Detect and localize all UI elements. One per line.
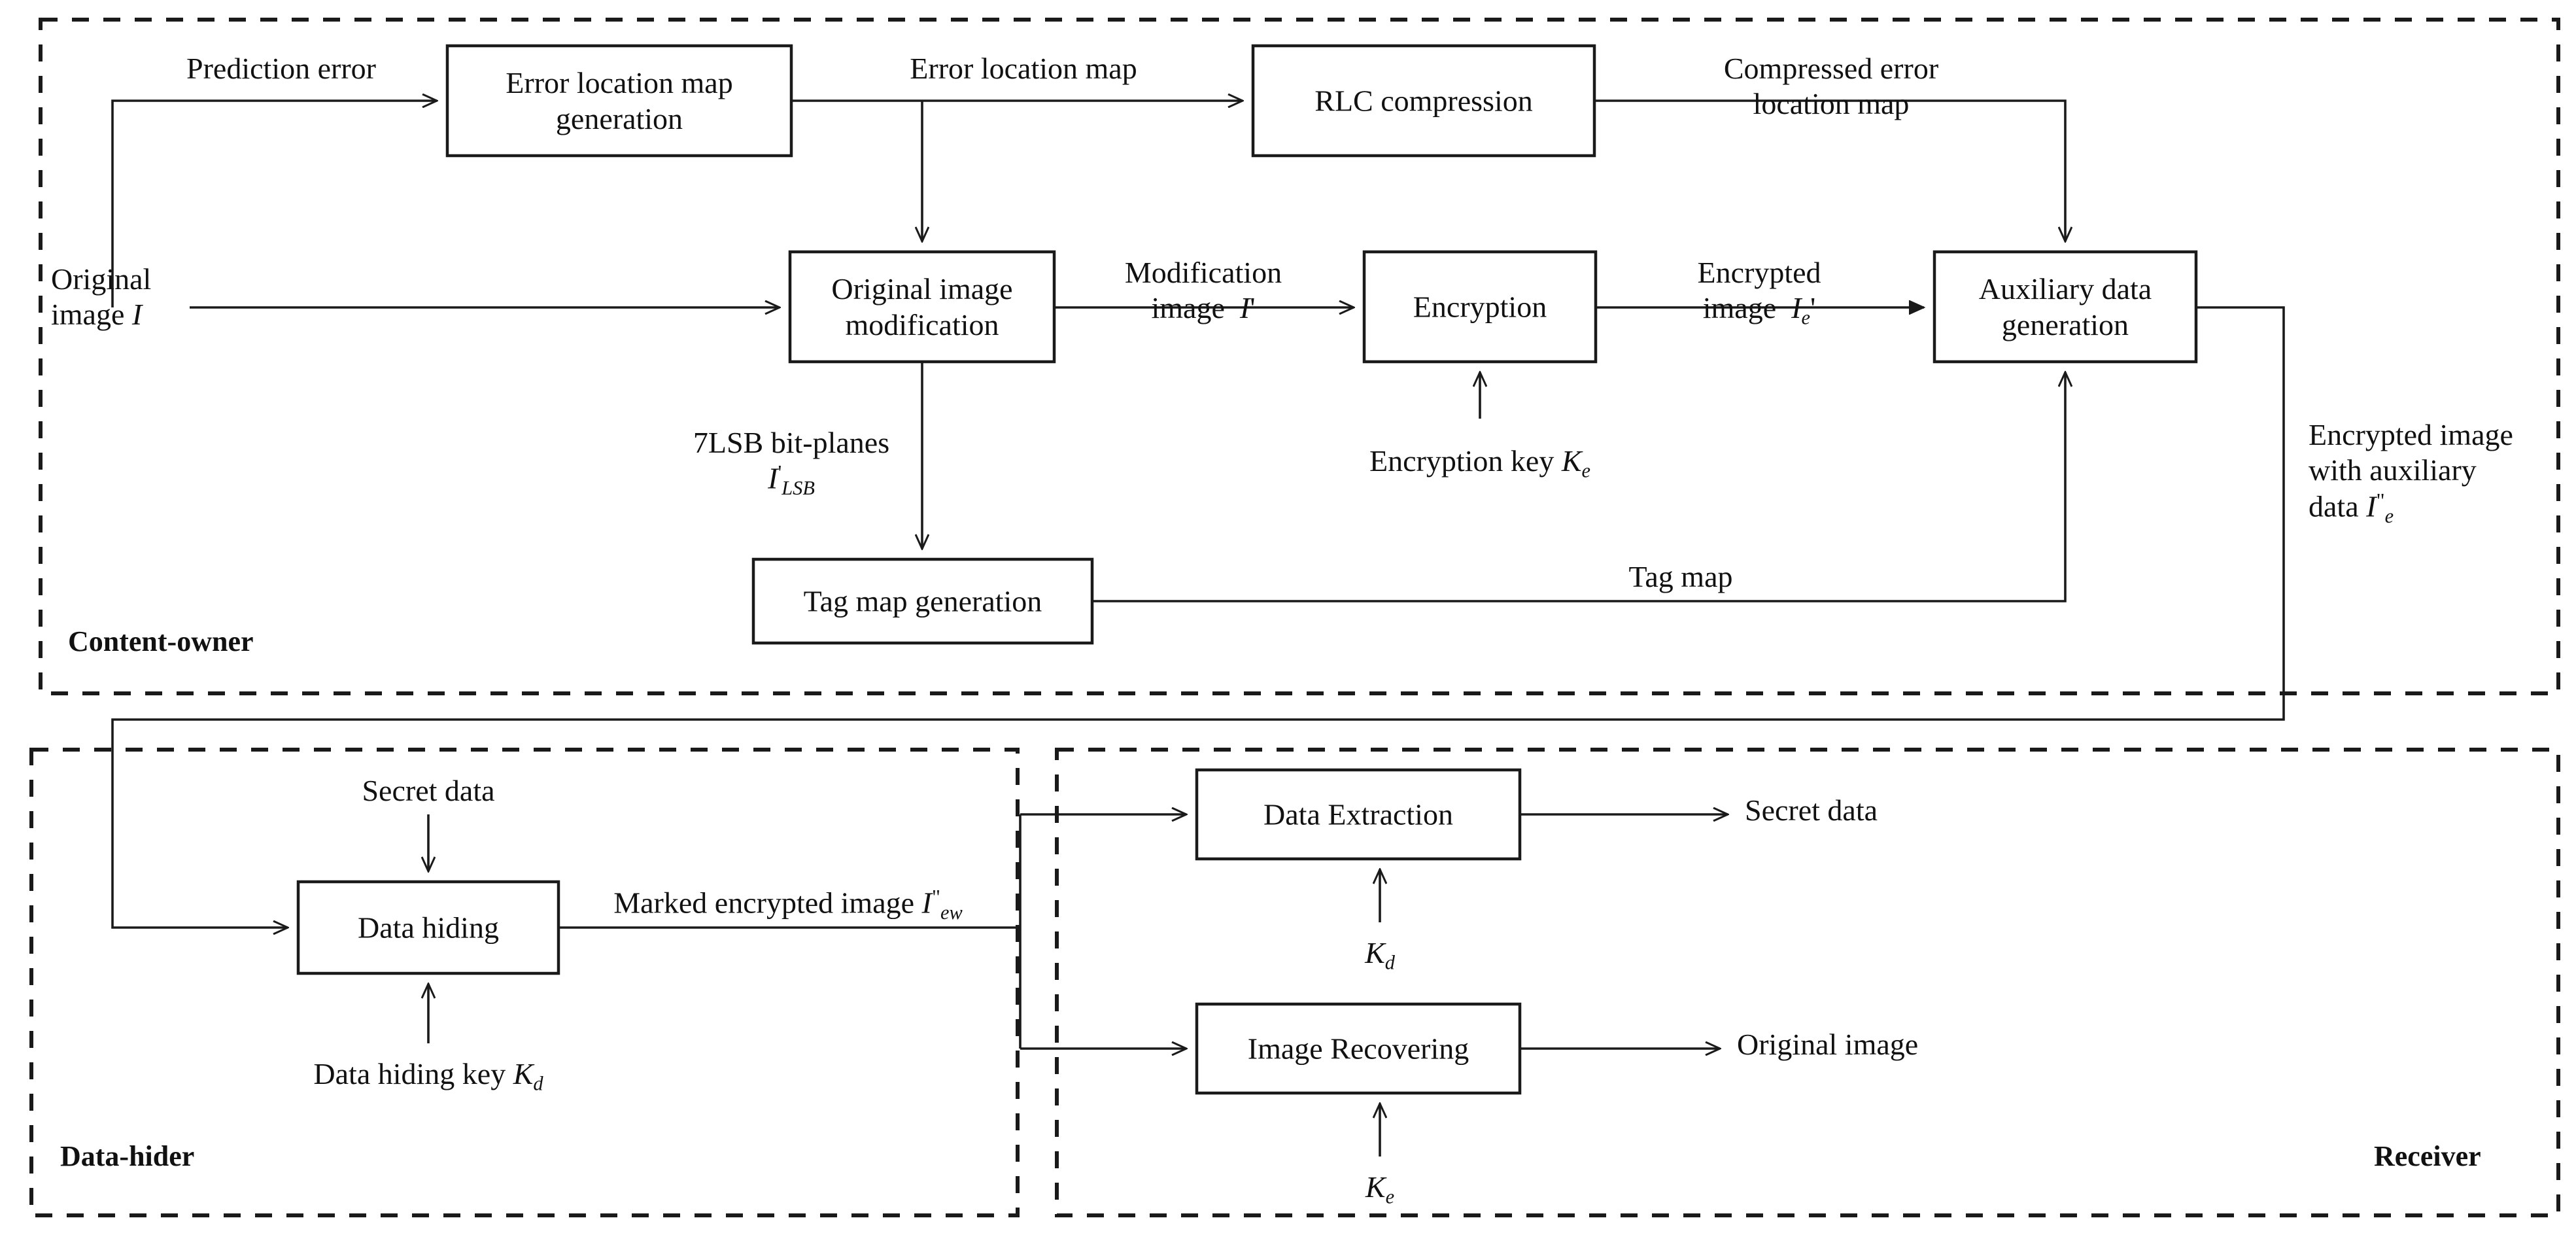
edge-encrypted-image-with-auxiliary-data	[111, 306, 2285, 928]
block-label-tag-map-generation: Tag map generation	[803, 584, 1042, 618]
block-tag-map-generation	[751, 557, 1094, 645]
edge-label-data-hiding-key: Data hiding key Kd	[313, 1057, 543, 1095]
block-rlc-compression	[1251, 44, 1596, 158]
zone-content-owner-border	[39, 18, 2560, 695]
zone-receiver-border	[1055, 748, 2560, 1217]
block-label-data-hiding: Data hiding	[358, 911, 499, 945]
edge-compressed-error-location-map	[1594, 99, 2065, 241]
zone-label-receiver: Receiver	[2374, 1140, 2481, 1172]
edge-label-key-ke: Ke	[1365, 1170, 1395, 1208]
edge-label-marked-encrypted-image: Marked encrypted image I"ew	[613, 885, 963, 924]
edge-label-tag-map: Tag map	[1628, 560, 1733, 593]
block-label-rlc-compression: RLC compression	[1314, 84, 1533, 118]
edge-label-original-image-out: Original image	[1737, 1028, 1919, 1061]
edge-label-encryption-key: Encryption key Ke	[1369, 444, 1590, 482]
edge-label-prediction-error: Prediction error	[186, 52, 376, 85]
edge-label-secret-data-in: Secret data	[362, 774, 495, 807]
edge-label-secret-data-out: Secret data	[1745, 793, 1878, 827]
block-image-recovering	[1195, 1002, 1522, 1095]
block-label-image-recovering: Image Recovering	[1247, 1032, 1469, 1066]
zone-label-data-hider: Data-hider	[60, 1140, 195, 1172]
zone-data-hider-border	[29, 748, 1020, 1217]
edge-label-key-kd: Kd	[1365, 936, 1395, 974]
block-label-encryption: Encryption	[1413, 290, 1547, 324]
block-auxiliary-data-generation	[1932, 250, 2198, 364]
edge-prediction-error	[111, 101, 437, 307]
block-label-data-extraction: Data Extraction	[1263, 797, 1453, 831]
edge-tag-map	[1092, 372, 2065, 602]
zone-label-content-owner: Content-owner	[68, 625, 254, 657]
edge-label-error-location-map: Error location map	[910, 52, 1137, 85]
